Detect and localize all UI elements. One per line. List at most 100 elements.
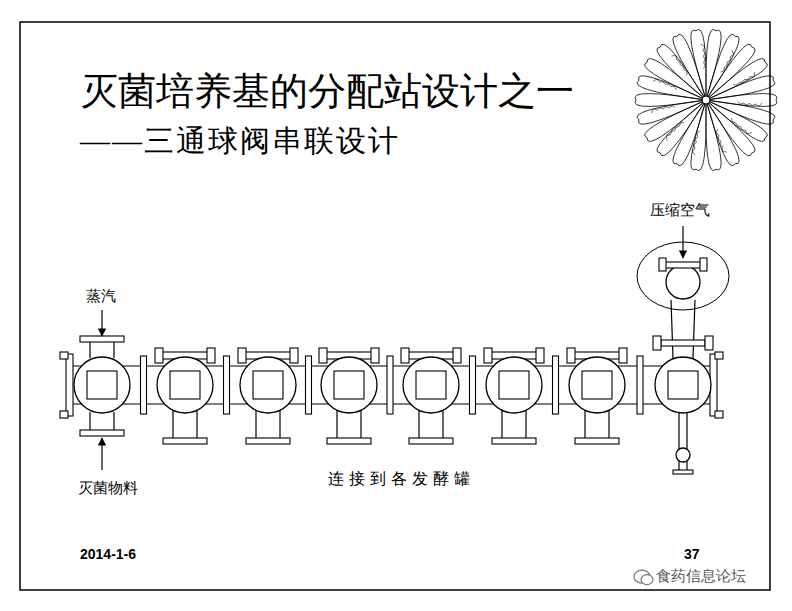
bolt xyxy=(705,336,713,350)
fan-curl xyxy=(732,118,752,133)
bolt xyxy=(567,348,575,363)
bolt xyxy=(155,348,163,363)
fan-hub xyxy=(702,96,710,104)
bolt xyxy=(319,348,327,363)
outlet-flange xyxy=(327,438,371,444)
bolt xyxy=(659,258,666,271)
steam-arrow xyxy=(101,310,102,336)
pipe-flange xyxy=(224,356,230,414)
bolt xyxy=(60,352,68,359)
inlet-label: 压缩空气 xyxy=(648,202,712,219)
pipe-line xyxy=(608,410,609,440)
fan-curl xyxy=(737,102,761,107)
pipe-flange xyxy=(141,356,147,414)
bolt xyxy=(715,352,723,359)
material-arrow xyxy=(101,438,102,470)
valve-port xyxy=(582,371,612,399)
fan-petal xyxy=(673,34,706,100)
fan-curl xyxy=(701,44,705,68)
pipe-line xyxy=(584,410,585,440)
manifold xyxy=(60,226,729,474)
inlet-label: 蒸汽 xyxy=(84,288,118,305)
pipe-line xyxy=(360,410,361,440)
pipe-flange xyxy=(306,356,312,414)
fan-petal xyxy=(673,100,706,166)
outlet-flange xyxy=(492,438,536,444)
slide-title: 灭菌培养基的分配站设计之一 xyxy=(80,70,574,114)
inlet-flange xyxy=(80,336,124,342)
pipe-line xyxy=(172,410,173,440)
fan-curl xyxy=(667,123,685,141)
three-way-ball-valve xyxy=(74,357,130,413)
drain-valve xyxy=(676,448,690,462)
fan-petal xyxy=(691,29,706,100)
outlet-flange xyxy=(163,438,207,444)
three-way-ball-valve xyxy=(403,357,459,413)
bolt xyxy=(700,258,707,271)
fan-petal xyxy=(706,34,739,100)
bolt xyxy=(619,348,627,363)
fan-illustration xyxy=(635,29,777,170)
outlet-flange xyxy=(409,438,453,444)
air-flange xyxy=(665,262,701,268)
end-flange xyxy=(66,354,73,416)
three-way-ball-valve xyxy=(157,357,213,413)
fan-petal xyxy=(706,100,775,124)
fan-curl xyxy=(671,56,686,76)
fan-curl xyxy=(653,79,676,89)
fan-petal xyxy=(706,100,767,141)
pipe-line xyxy=(89,412,90,432)
valve-port xyxy=(416,371,446,399)
three-way-ball-valve xyxy=(321,357,377,413)
bolt xyxy=(715,411,723,418)
bolt xyxy=(653,336,661,350)
outlet-note: 连接到各发酵罐 xyxy=(328,470,475,488)
pipe-flange xyxy=(387,356,393,414)
fan-petal xyxy=(706,100,755,156)
pipe-line xyxy=(501,410,502,440)
outlet-flange xyxy=(575,438,619,444)
page-number: 37 xyxy=(684,546,700,562)
fan-curl xyxy=(652,106,676,113)
pipe-line xyxy=(279,410,280,440)
fan-curl xyxy=(716,129,726,152)
pipe-line xyxy=(113,412,114,432)
fan-petal xyxy=(706,100,739,166)
fan-petal xyxy=(657,44,706,100)
bolt xyxy=(453,348,461,363)
valve-port xyxy=(499,371,529,399)
bolt xyxy=(536,348,544,363)
three-way-ball-valve xyxy=(240,357,296,413)
pipe-line xyxy=(442,410,443,440)
air-valve xyxy=(666,265,700,299)
pipe-line xyxy=(418,410,419,440)
three-way-ball-valve xyxy=(569,357,625,413)
pipe-line xyxy=(525,410,526,440)
fan-petal xyxy=(645,59,706,100)
inlet-label: 灭菌物料 xyxy=(76,480,140,497)
fan-petal xyxy=(706,76,775,100)
inlet-flange xyxy=(80,430,124,436)
valve-port xyxy=(170,371,200,399)
fan-curl xyxy=(721,50,734,72)
three-way-ball-valve xyxy=(655,357,711,413)
valve-port xyxy=(253,371,283,399)
pipe-flange xyxy=(553,356,559,414)
watermark: 食药信息论坛 xyxy=(654,568,748,585)
pipe-flange xyxy=(637,356,643,414)
air-arrow xyxy=(682,226,683,258)
fan-curl xyxy=(692,131,700,155)
fan-petal xyxy=(706,59,767,100)
three-way-ball-valve xyxy=(486,357,542,413)
slide-border xyxy=(20,22,770,590)
bolt xyxy=(484,348,492,363)
valve-port xyxy=(87,371,117,399)
pipe-line xyxy=(196,410,197,440)
bolt xyxy=(207,348,215,363)
valve-port xyxy=(668,371,698,399)
riser-flange xyxy=(661,340,705,346)
bolt xyxy=(238,348,246,363)
wechat-icon xyxy=(641,575,653,585)
subtitle: ——三通球阀串联设计 xyxy=(80,124,400,159)
